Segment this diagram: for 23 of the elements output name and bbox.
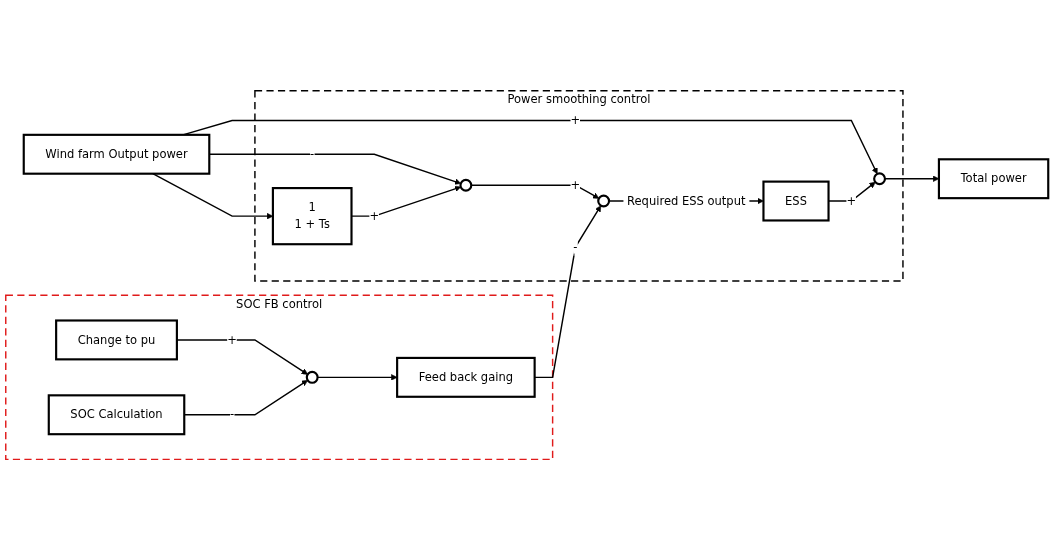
node-box: SOC Calculation	[47, 394, 186, 436]
node-circle	[597, 194, 611, 208]
node-box: Change to pu	[55, 319, 178, 361]
edge-label: -	[310, 146, 315, 161]
arrow	[176, 339, 308, 375]
edge-label: +	[846, 193, 857, 208]
arrow	[316, 374, 398, 381]
node-box: Total power	[937, 158, 1050, 200]
node-box: Wind farm Output power	[22, 133, 211, 175]
edge-label: +	[227, 332, 237, 347]
node-box: Feed back gaing	[396, 356, 536, 398]
edge-label: +	[570, 113, 581, 127]
edge-label: -	[230, 407, 235, 422]
edge-label: +	[570, 177, 581, 192]
edge-label: Required ESS output	[627, 193, 746, 208]
node-box: ESS	[762, 180, 830, 222]
node-circle	[873, 172, 887, 186]
node-circle	[459, 178, 473, 192]
arrow	[470, 184, 600, 199]
edge-label: +	[369, 208, 380, 223]
node-box: 1 1 + Ts	[271, 186, 353, 246]
node-circle	[305, 370, 319, 384]
edge-label: -	[573, 239, 578, 254]
